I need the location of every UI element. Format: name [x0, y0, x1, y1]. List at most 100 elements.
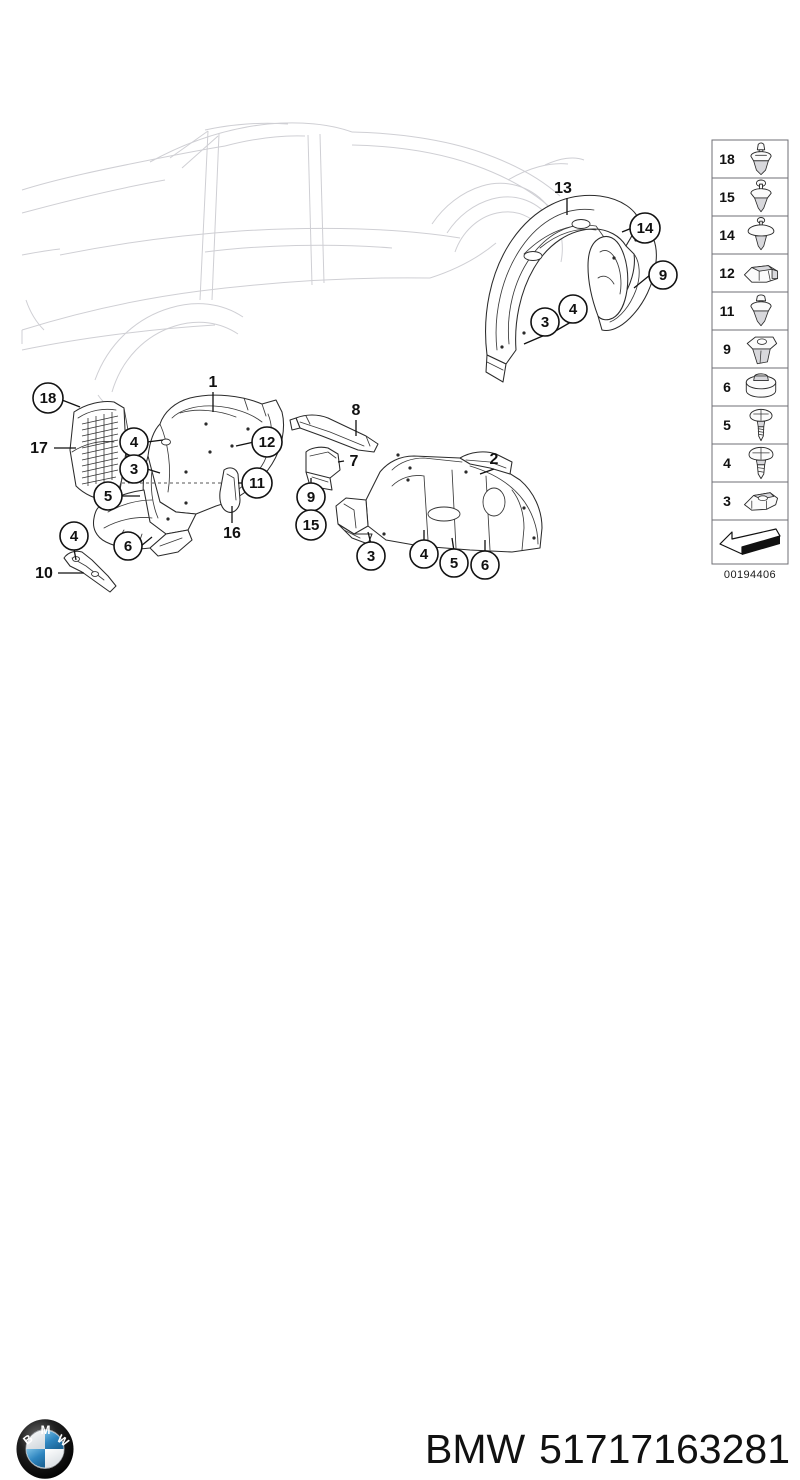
callout-label: 12 — [259, 434, 276, 451]
legend-row-3[interactable]: 3 — [711, 481, 789, 521]
callout-bubble[interactable] — [409, 539, 439, 569]
callout-label: 1 — [209, 374, 218, 391]
callout-11-c-11[interactable]: 11 — [241, 467, 273, 499]
legend-row-14[interactable]: 14 — [711, 215, 789, 255]
legend-cell[interactable] — [711, 405, 789, 445]
callout-18-c-18[interactable]: 18 — [32, 382, 64, 414]
legend-number: 15 — [719, 189, 735, 205]
callout-6-c-6c[interactable]: 6 — [470, 550, 500, 580]
callout-10-c-10[interactable]: 10 — [35, 565, 53, 582]
legend-number: 11 — [720, 303, 735, 319]
callout-2-c-2[interactable]: 2 — [490, 451, 499, 468]
callout-17-c-17[interactable]: 17 — [30, 440, 48, 457]
legend-row-6[interactable]: 6 — [711, 367, 789, 407]
callout-5-c-5a[interactable]: 5 — [93, 481, 123, 511]
callout-bubble[interactable] — [32, 382, 64, 414]
callout-label: 18 — [40, 390, 57, 407]
callout-label: 5 — [450, 555, 458, 572]
callout-bubble[interactable] — [241, 467, 273, 499]
callout-bubble[interactable] — [59, 521, 89, 551]
callout-14-c-14[interactable]: 14 — [629, 212, 661, 244]
callout-bubble[interactable] — [530, 307, 560, 337]
callout-4-c-4a[interactable]: 4 — [558, 294, 588, 324]
callout-13-c-13[interactable]: 13 — [554, 180, 572, 197]
callout-markers-layer[interactable]: 13 14 9 3 4 1 18 17 4 3 5 6 12 11 16 4 10 8 7 9 15 2 3 4 5 6 — [0, 0, 800, 800]
legend-row-12[interactable]: 12 — [711, 253, 789, 293]
callout-label: 6 — [481, 557, 489, 574]
callout-bubble[interactable] — [648, 260, 678, 290]
callout-label: 4 — [420, 546, 429, 563]
part-8-long-trim-strip — [289, 414, 379, 453]
callout-label: 10 — [35, 565, 53, 582]
legend-number: 4 — [723, 455, 731, 471]
callout-4-c-4c[interactable]: 4 — [59, 521, 89, 551]
brand-text: BMW — [424, 1425, 526, 1472]
callout-bubble[interactable] — [93, 481, 123, 511]
callout-5-c-5c[interactable]: 5 — [439, 548, 469, 578]
diagram-code: 00194406 — [724, 569, 776, 581]
legend-row-18[interactable]: 18 — [711, 139, 789, 179]
legend-row-5[interactable]: 5 — [711, 405, 789, 445]
callout-label: 5 — [104, 488, 112, 505]
callout-9-c-9a[interactable]: 9 — [648, 260, 678, 290]
callout-bubble[interactable] — [470, 550, 500, 580]
callout-label: 3 — [367, 548, 375, 565]
callout-bubble[interactable] — [251, 426, 283, 458]
callout-bubble[interactable] — [558, 294, 588, 324]
callout-label: 8 — [352, 402, 361, 419]
callout-label: 7 — [350, 453, 359, 470]
bmw-roundel-logo: B M W — [16, 1419, 74, 1479]
part-13-rear-wheel-arch-liner — [485, 194, 657, 383]
legend-cell[interactable] — [711, 139, 789, 179]
legend-number: 14 — [719, 227, 735, 243]
legend-number: 5 — [723, 417, 731, 433]
callout-4-c-4d[interactable]: 4 — [409, 539, 439, 569]
callout-12-c-12[interactable]: 12 — [251, 426, 283, 458]
legend-cell[interactable] — [711, 443, 789, 483]
callout-bubble[interactable] — [439, 548, 469, 578]
callout-3-c-3c[interactable]: 3 — [356, 541, 386, 571]
callout-15-c-15b[interactable]: 15 — [295, 509, 327, 541]
callout-label: 9 — [659, 267, 667, 284]
legend-cell[interactable] — [711, 215, 789, 255]
callout-label: 17 — [30, 440, 48, 457]
part-10-lower-bracket — [63, 550, 117, 593]
legend-direction-arrow-box — [711, 519, 789, 565]
legend-row-9[interactable]: 9 — [711, 329, 789, 369]
callout-bubble[interactable] — [295, 509, 327, 541]
callout-label: 3 — [130, 461, 138, 478]
callout-bubble[interactable] — [629, 212, 661, 244]
callout-3-c-3b[interactable]: 3 — [119, 454, 149, 484]
callout-bubble[interactable] — [356, 541, 386, 571]
legend-number: 18 — [719, 151, 735, 167]
legend-number: 3 — [723, 493, 731, 509]
bmw-logo-letter-m: M — [41, 1424, 51, 1437]
callout-label: 6 — [124, 538, 132, 555]
legend-row-11[interactable]: 11 — [711, 291, 789, 331]
legend-number: 6 — [723, 379, 731, 395]
callout-label: 11 — [249, 475, 265, 492]
callout-8-c-8[interactable]: 8 — [352, 402, 361, 419]
legend-row-15[interactable]: 15 — [711, 177, 789, 217]
part-2-wheel-housing-cover — [335, 451, 543, 553]
callout-6-c-6a[interactable]: 6 — [113, 531, 143, 561]
callout-label: 3 — [541, 314, 549, 331]
callout-label: 4 — [569, 301, 578, 318]
callout-bubble[interactable] — [119, 454, 149, 484]
legend-row-4[interactable]: 4 — [711, 443, 789, 483]
callout-16-c-16[interactable]: 16 — [223, 525, 241, 542]
direction-arrow-shadow — [742, 536, 780, 555]
callout-1-c-1[interactable]: 1 — [209, 374, 218, 391]
callout-3-c-3a[interactable]: 3 — [530, 307, 560, 337]
callout-7-c-7[interactable]: 7 — [350, 453, 359, 470]
callout-label: 4 — [130, 434, 139, 451]
callout-bubble[interactable] — [113, 531, 143, 561]
hex-cap-nut-icon — [745, 373, 777, 398]
legend-cell[interactable] — [711, 291, 789, 331]
callout-label: 14 — [637, 220, 654, 237]
part-number-text: 51717163281 — [539, 1425, 790, 1472]
callout-label: 4 — [70, 528, 79, 545]
part-number-label: BMW 51717163281 — [400, 1418, 790, 1480]
